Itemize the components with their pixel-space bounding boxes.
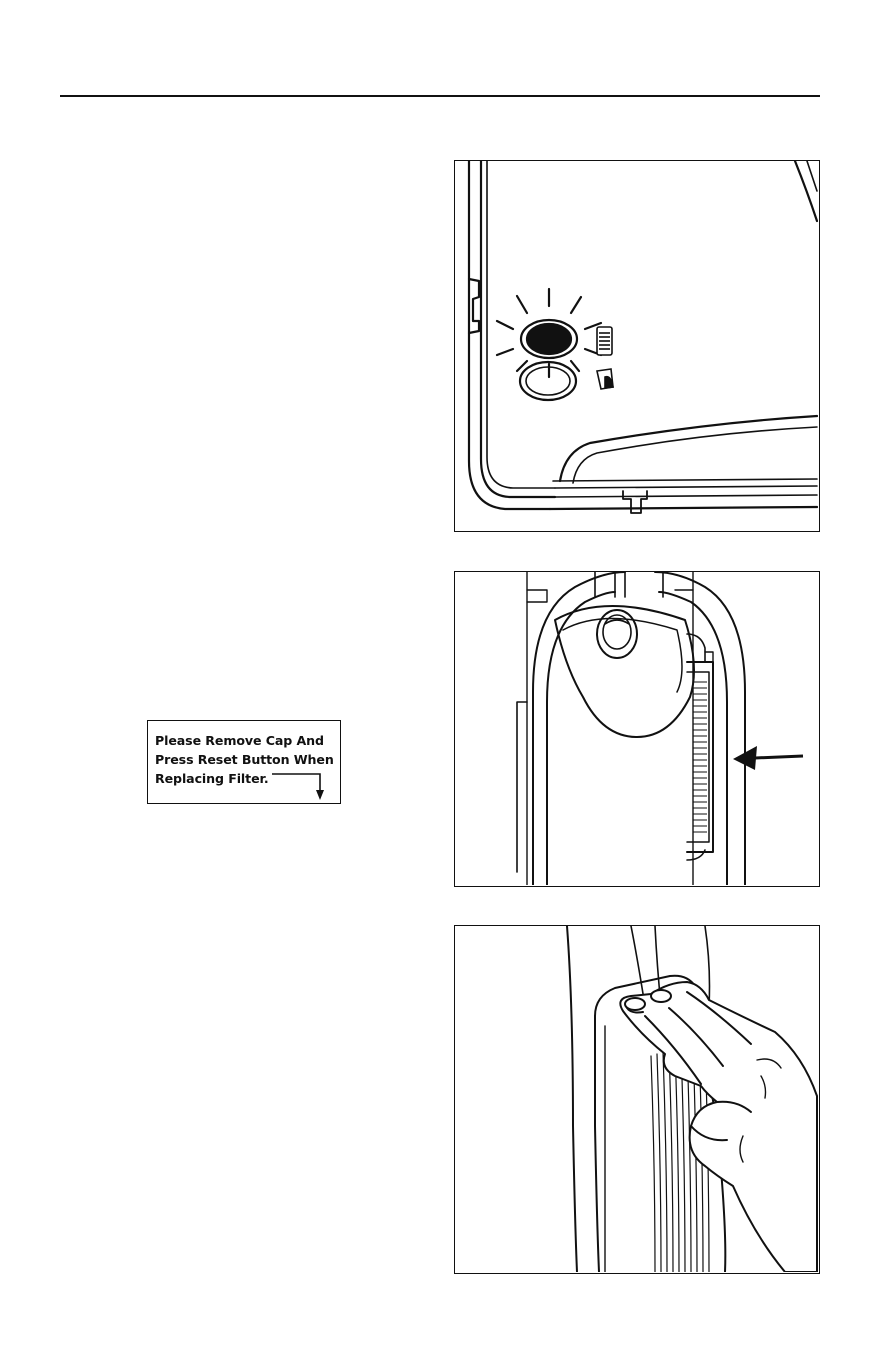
- indicator-lights-illustration: [455, 161, 818, 530]
- arrow-left-icon: [733, 746, 803, 770]
- filter-cap-illustration: [455, 572, 818, 885]
- down-arrow-icon: [262, 768, 324, 802]
- label-line-1: Please Remove Cap And: [155, 731, 334, 750]
- figure-indicator-lights: [454, 160, 820, 532]
- filter-indicator-icon: [597, 327, 612, 355]
- figure-hand-filter: [454, 925, 820, 1274]
- hand-filter-illustration: [455, 926, 818, 1272]
- figure-filter-cap: [454, 571, 820, 887]
- bin-full-indicator-icon: [597, 369, 613, 389]
- label-line-2: Press Reset Button When: [155, 750, 334, 769]
- header-rule: [60, 95, 820, 97]
